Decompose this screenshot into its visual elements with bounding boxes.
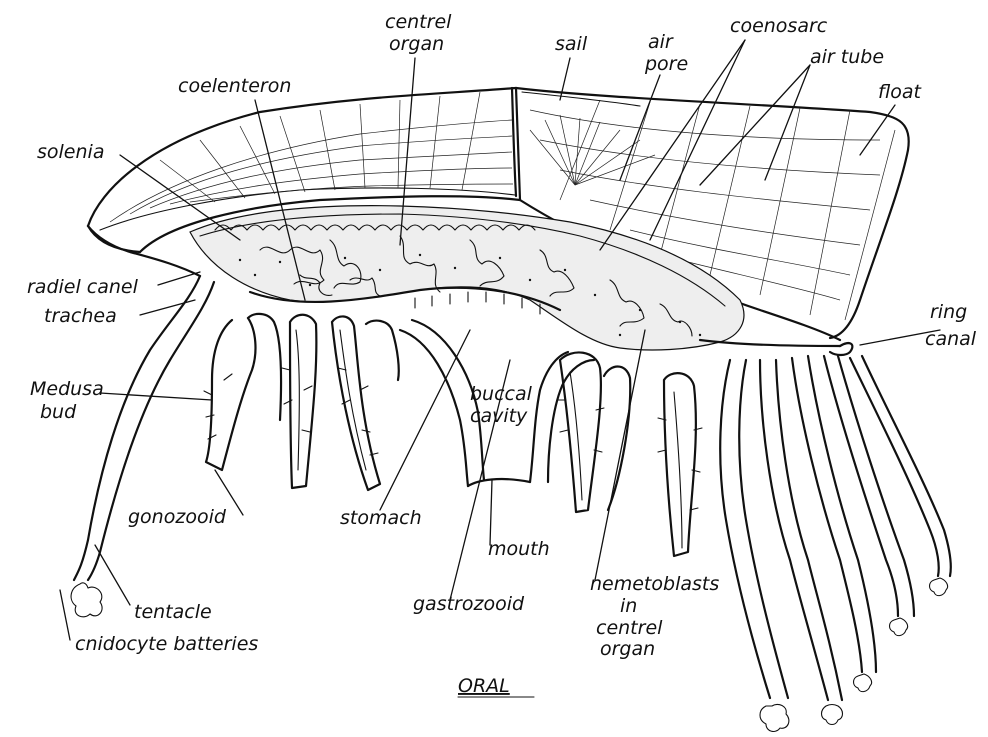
label-coelenteron: coelenteron	[178, 75, 291, 97]
label-stomach: stomach	[340, 507, 422, 529]
label-gastrozooid: gastrozooid	[413, 593, 525, 615]
right-tentacles	[700, 340, 951, 731]
label-nematoblasts-line2: in	[620, 595, 637, 617]
label-ring-canal-line2: canal	[925, 328, 977, 350]
label-solenia: solenia	[37, 141, 104, 163]
label-central-organ-line2: organ	[389, 33, 444, 55]
label-oral: ORAL	[458, 675, 510, 697]
label-trachea: trachea	[44, 305, 117, 327]
label-coenosarc: coenosarc	[730, 15, 828, 37]
label-buccal-cavity-line1: buccal	[470, 383, 533, 405]
label-float: float	[878, 81, 923, 103]
label-ring-canal-line1: ring	[930, 301, 967, 323]
label-nematoblasts-line4: organ	[600, 638, 655, 660]
label-buccal-cavity-line2: cavity	[470, 405, 528, 427]
label-cnidocyte-batteries: cnidocyte batteries	[75, 633, 258, 655]
label-medusa-bud-line1: Medusa	[30, 378, 104, 400]
label-radial-canal: radiel canel	[27, 276, 139, 298]
label-air-tube: air tube	[810, 46, 884, 68]
label-gonozooid: gonozooid	[128, 506, 227, 528]
right-zooids	[558, 352, 702, 556]
label-medusa-bud-line2: bud	[40, 401, 77, 423]
label-mouth: mouth	[488, 538, 550, 560]
label-air-pore-line2: pore	[644, 53, 688, 75]
gonozooids	[204, 314, 399, 490]
label-central-organ-line1: centrel	[385, 11, 452, 33]
label-nematoblasts-line1: nemetoblasts	[590, 573, 719, 595]
label-tentacle: tentacle	[134, 601, 212, 623]
label-air-pore-line1: air	[648, 31, 674, 53]
label-nematoblasts-line3: centrel	[596, 617, 663, 639]
label-sail: sail	[555, 33, 588, 55]
central-organ-mass	[190, 206, 744, 350]
